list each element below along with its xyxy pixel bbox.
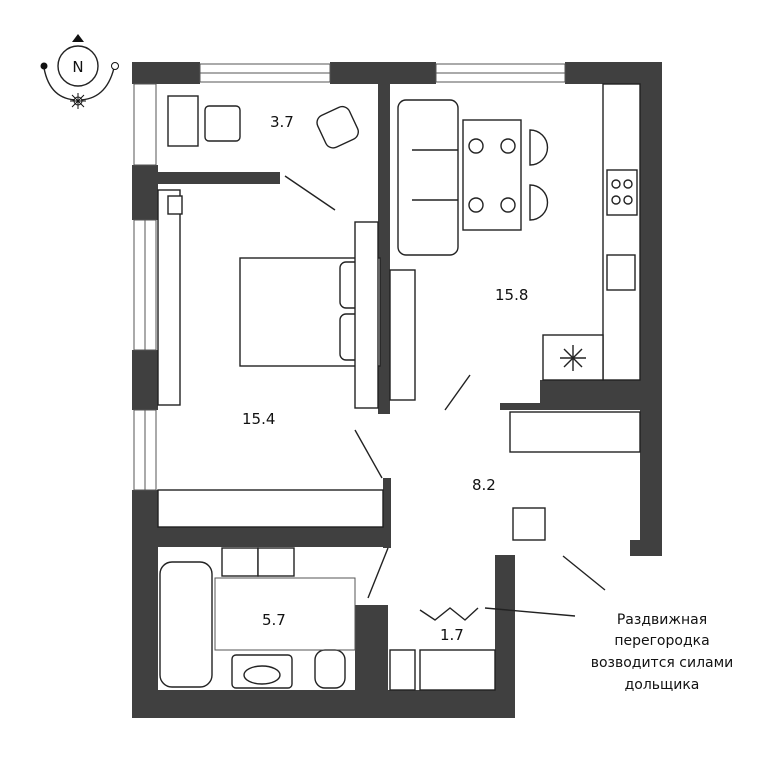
room-area-balcony: 3.7	[270, 113, 294, 131]
compass: N	[40, 34, 119, 109]
svg-text:возводится силами: возводится силами	[591, 655, 734, 671]
snowflake-icon	[560, 345, 586, 371]
sun-icon	[70, 93, 86, 109]
compass-label: N	[72, 58, 83, 76]
svg-text:Раздвижная: Раздвижная	[617, 612, 707, 628]
room-area-kitchen-living: 15.8	[495, 286, 528, 304]
room-area-hallway: 8.2	[472, 476, 496, 494]
room-area-bathroom: 5.7	[262, 611, 286, 629]
north-arrow-icon	[72, 34, 84, 42]
svg-text:перегородка: перегородка	[614, 633, 709, 649]
room-area-entrance: 1.7	[440, 626, 464, 644]
room-area-bedroom: 15.4	[242, 410, 275, 428]
furniture	[157, 83, 641, 691]
sliding-partition-note: Раздвижная перегородка возводится силами…	[591, 612, 734, 693]
svg-text:дольщика: дольщика	[625, 677, 700, 693]
windows	[133, 63, 566, 491]
walls	[132, 62, 662, 718]
callout-line	[484, 607, 576, 617]
